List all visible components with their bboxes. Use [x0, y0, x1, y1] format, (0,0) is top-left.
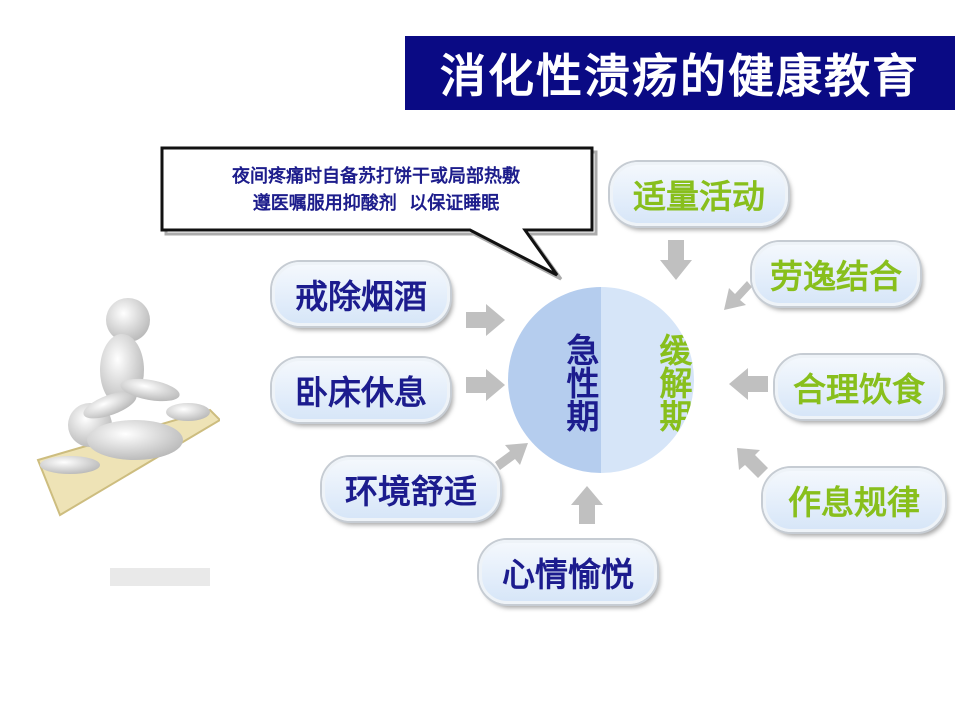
arrow-activity	[660, 240, 692, 280]
pill-mood: 心情愉悦	[479, 540, 657, 604]
arrow-diet	[729, 368, 768, 400]
massage-illustration	[10, 290, 220, 586]
arrow-mood	[571, 486, 603, 524]
pill-bed-rest: 卧床休息	[272, 358, 450, 422]
phase-circle: 急性期 缓解期	[508, 287, 694, 473]
pill-diet: 合理饮食	[775, 355, 943, 419]
pill-quit-smoking: 戒除烟酒	[272, 262, 450, 326]
pill-activity: 适量活动	[610, 162, 788, 226]
callout-line-1: 夜间疼痛时自备苏打饼干或局部热敷	[232, 166, 520, 187]
acute-half	[508, 287, 601, 473]
remission-phase-label: 缓解期	[654, 332, 693, 432]
acute-phase-label: 急性期	[561, 332, 600, 432]
arrow-schedule	[737, 448, 768, 478]
pill-schedule: 作息规律	[763, 468, 945, 532]
pill-environment: 环境舒适	[322, 457, 500, 521]
pill-rest-balance: 劳逸结合	[752, 242, 920, 306]
callout-line-2: 遵医嘱服用抑酸剂 以保证睡眠	[252, 193, 500, 214]
remission-half	[601, 287, 694, 473]
page-title: 消化性溃疡的健康教育	[405, 36, 955, 110]
callout-text: 夜间疼痛时自备苏打饼干或局部热敷 遵医嘱服用抑酸剂 以保证睡眠	[165, 160, 587, 220]
arrow-quit-smoking	[466, 304, 505, 336]
arrow-rest-balance	[724, 281, 752, 310]
arrow-bed-rest	[466, 369, 505, 401]
